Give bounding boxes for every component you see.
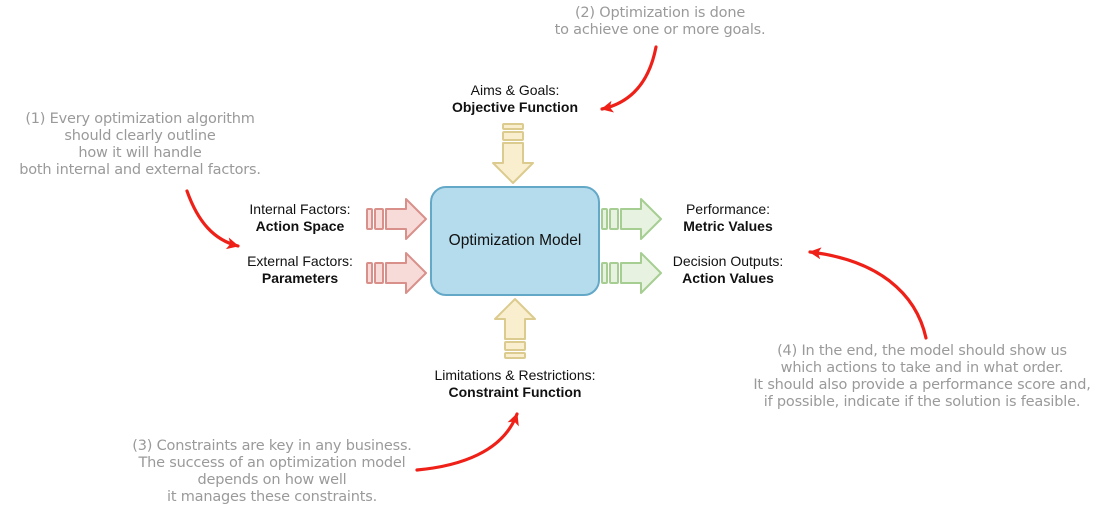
red-arrow-3 xyxy=(415,412,519,472)
red-arrow-4 xyxy=(808,247,928,340)
performance-title: Performance: xyxy=(685,201,771,217)
decision-outputs-label: Decision Outputs: Action Values xyxy=(653,253,803,287)
constraint-arrow-up xyxy=(494,298,536,359)
annotation-1: (1) Every optimization algorithm should … xyxy=(19,111,261,178)
optimization-model-box: Optimization Model xyxy=(430,186,600,296)
annotation-2: (2) Optimization is done to achieve one … xyxy=(554,5,766,38)
limitations-title: Limitations & Restrictions: xyxy=(434,367,596,383)
annotation-3: (3) Constraints are key in any business.… xyxy=(132,438,412,505)
constraint-function-label: Limitations & Restrictions: Constraint F… xyxy=(405,367,625,401)
external-factors-title: External Factors: xyxy=(247,253,353,269)
objective-function-label: Aims & Goals: Objective Function xyxy=(415,82,615,116)
parameters-value: Parameters xyxy=(261,270,339,286)
metric-values-value: Metric Values xyxy=(683,218,773,234)
constraint-function-value: Constraint Function xyxy=(448,384,582,400)
objective-function-value: Objective Function xyxy=(451,99,578,115)
action-values-value: Action Values xyxy=(682,270,774,286)
decision-outputs-title: Decision Outputs: xyxy=(672,253,784,269)
input-arrow-1 xyxy=(366,198,427,240)
aims-goals-title: Aims & Goals: xyxy=(470,82,560,98)
output-arrow-1 xyxy=(601,198,662,240)
objective-arrow-down xyxy=(492,123,534,184)
external-factors-label: External Factors: Parameters xyxy=(225,253,375,287)
action-space-value: Action Space xyxy=(255,218,345,234)
internal-factors-title: Internal Factors: xyxy=(249,201,351,217)
input-arrow-2 xyxy=(366,252,427,294)
annotation-4: (4) In the end, the model should show us… xyxy=(753,343,1091,410)
optimization-model-label: Optimization Model xyxy=(448,232,582,249)
internal-factors-label: Internal Factors: Action Space xyxy=(225,201,375,235)
output-arrow-2 xyxy=(601,252,662,294)
performance-label: Performance: Metric Values xyxy=(653,201,803,235)
